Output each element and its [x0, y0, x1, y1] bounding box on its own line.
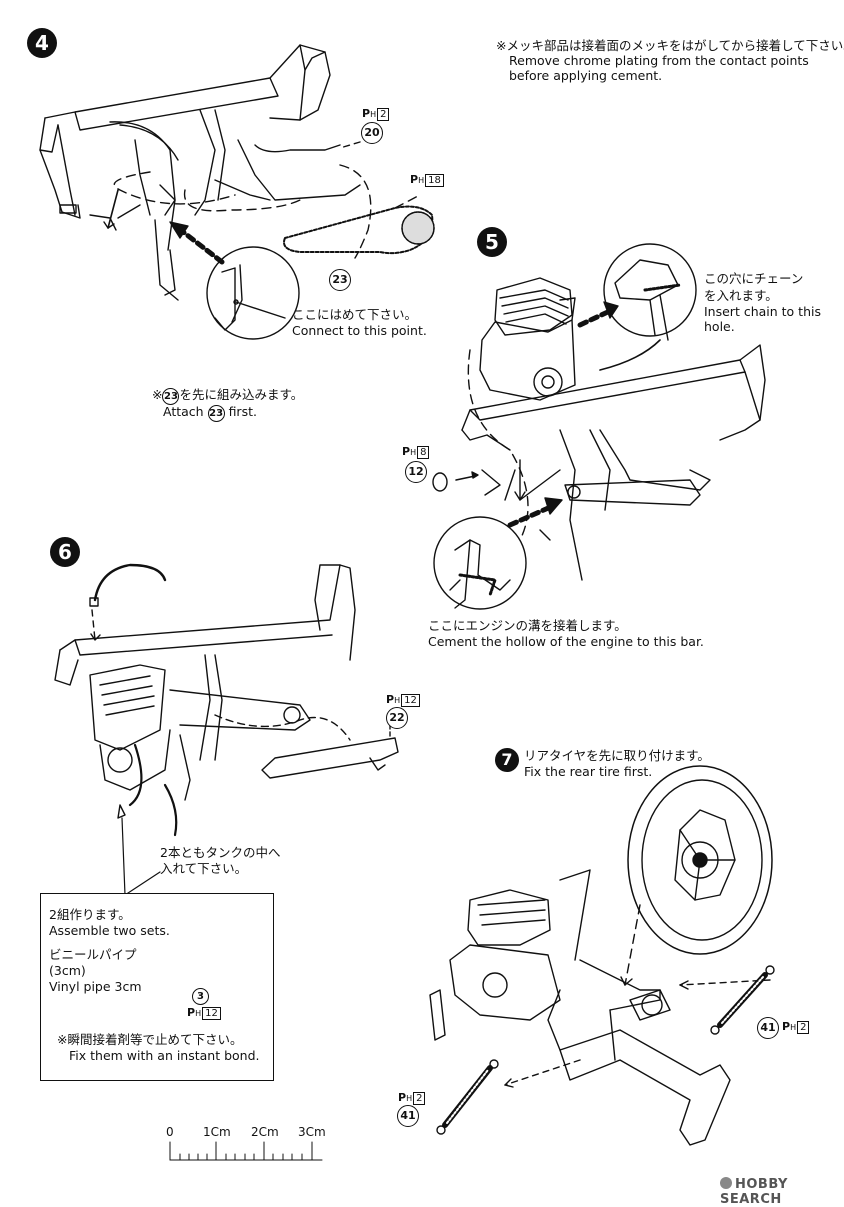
part-number-41-left: 41	[397, 1105, 419, 1127]
inset-line1: 2組作ります。	[49, 907, 131, 922]
bond-note-jp: ※瞬間接着剤等で止めて下さい。	[57, 1032, 243, 1047]
ruler-label-0: 0	[166, 1125, 174, 1139]
bond-note-en: Fix them with an instant bond.	[69, 1048, 260, 1063]
ruler-label-1cm: 1Cm	[203, 1125, 231, 1139]
connect-note-en: Connect to this point.	[292, 323, 427, 338]
part-number-23: 23	[329, 269, 351, 291]
part-number-41-right: 41	[757, 1017, 779, 1039]
chrome-note-en-line1: Remove chrome plating from the contact p…	[509, 53, 809, 68]
vinyl-label-jp2: (3cm)	[49, 963, 86, 978]
step5-engine-drawing	[479, 277, 576, 401]
shock-41-left-drawing	[436, 1059, 499, 1135]
chain-note-en-line2: hole.	[704, 319, 735, 334]
step-6-badge: 6	[50, 537, 80, 567]
rear-tire-note-en: Fix the rear tire first.	[524, 764, 653, 779]
vinyl-pipe-inset: 2組作ります。 Assemble two sets. ビニールパイプ (3cm)…	[40, 893, 274, 1081]
chrome-note-en-line2: before applying cement.	[509, 68, 663, 83]
hollow-note-en: Cement the hollow of the engine to this …	[428, 634, 704, 649]
connect-note-jp: ここにはめて下さい。	[292, 307, 418, 322]
step-5-badge: 5	[477, 227, 507, 257]
part-number-3: 3	[192, 988, 209, 1005]
chain-note-jp-line1: この穴にチェーン	[704, 271, 804, 286]
vinyl-label-en: Vinyl pipe 3cm	[49, 979, 142, 994]
tank-note-jp-line1: 2本ともタンクの中へ	[160, 845, 281, 860]
attach-note-en: Attach 23 first.	[163, 403, 257, 422]
ruler-label-2cm: 2Cm	[251, 1125, 279, 1139]
vinyl-label-jp1: ビニールパイプ	[49, 947, 137, 962]
inset-line2: Assemble two sets.	[49, 923, 170, 938]
scale-ruler-drawing	[169, 1141, 323, 1161]
chain-note-en-line1: Insert chain to this	[704, 304, 821, 319]
step7-rear-tire-drawing	[627, 765, 773, 955]
part-number-22: 22	[386, 707, 408, 729]
tank-note-jp-line2: 入れて下さい。	[160, 861, 248, 876]
chrome-note-jp: ※メッキ部品は接着面のメッキをはがしてから接着して下さい。	[496, 38, 844, 53]
part-number-20: 20	[361, 122, 383, 144]
step4-frame-drawing	[39, 44, 361, 301]
chain-part-23-drawing	[283, 205, 435, 255]
step-7-badge: 7	[495, 748, 519, 772]
part-number-12: 12	[405, 461, 427, 483]
ruler-label-3cm: 3Cm	[298, 1125, 326, 1139]
rear-tire-note-jp: リアタイヤを先に取り付けます。	[524, 748, 710, 763]
watermark-icon	[720, 1177, 732, 1189]
hollow-note-jp: ここにエンジンの溝を接着します。	[428, 618, 627, 633]
chain-note-jp-line2: を入れます。	[704, 288, 778, 303]
step7-frame-drawing	[429, 869, 731, 1146]
shock-41-right-drawing	[710, 965, 775, 1035]
watermark-logo: HOBBY SEARCH	[720, 1177, 788, 1207]
step6-frame-drawing	[54, 564, 356, 801]
step-4-badge: 4	[27, 28, 57, 58]
